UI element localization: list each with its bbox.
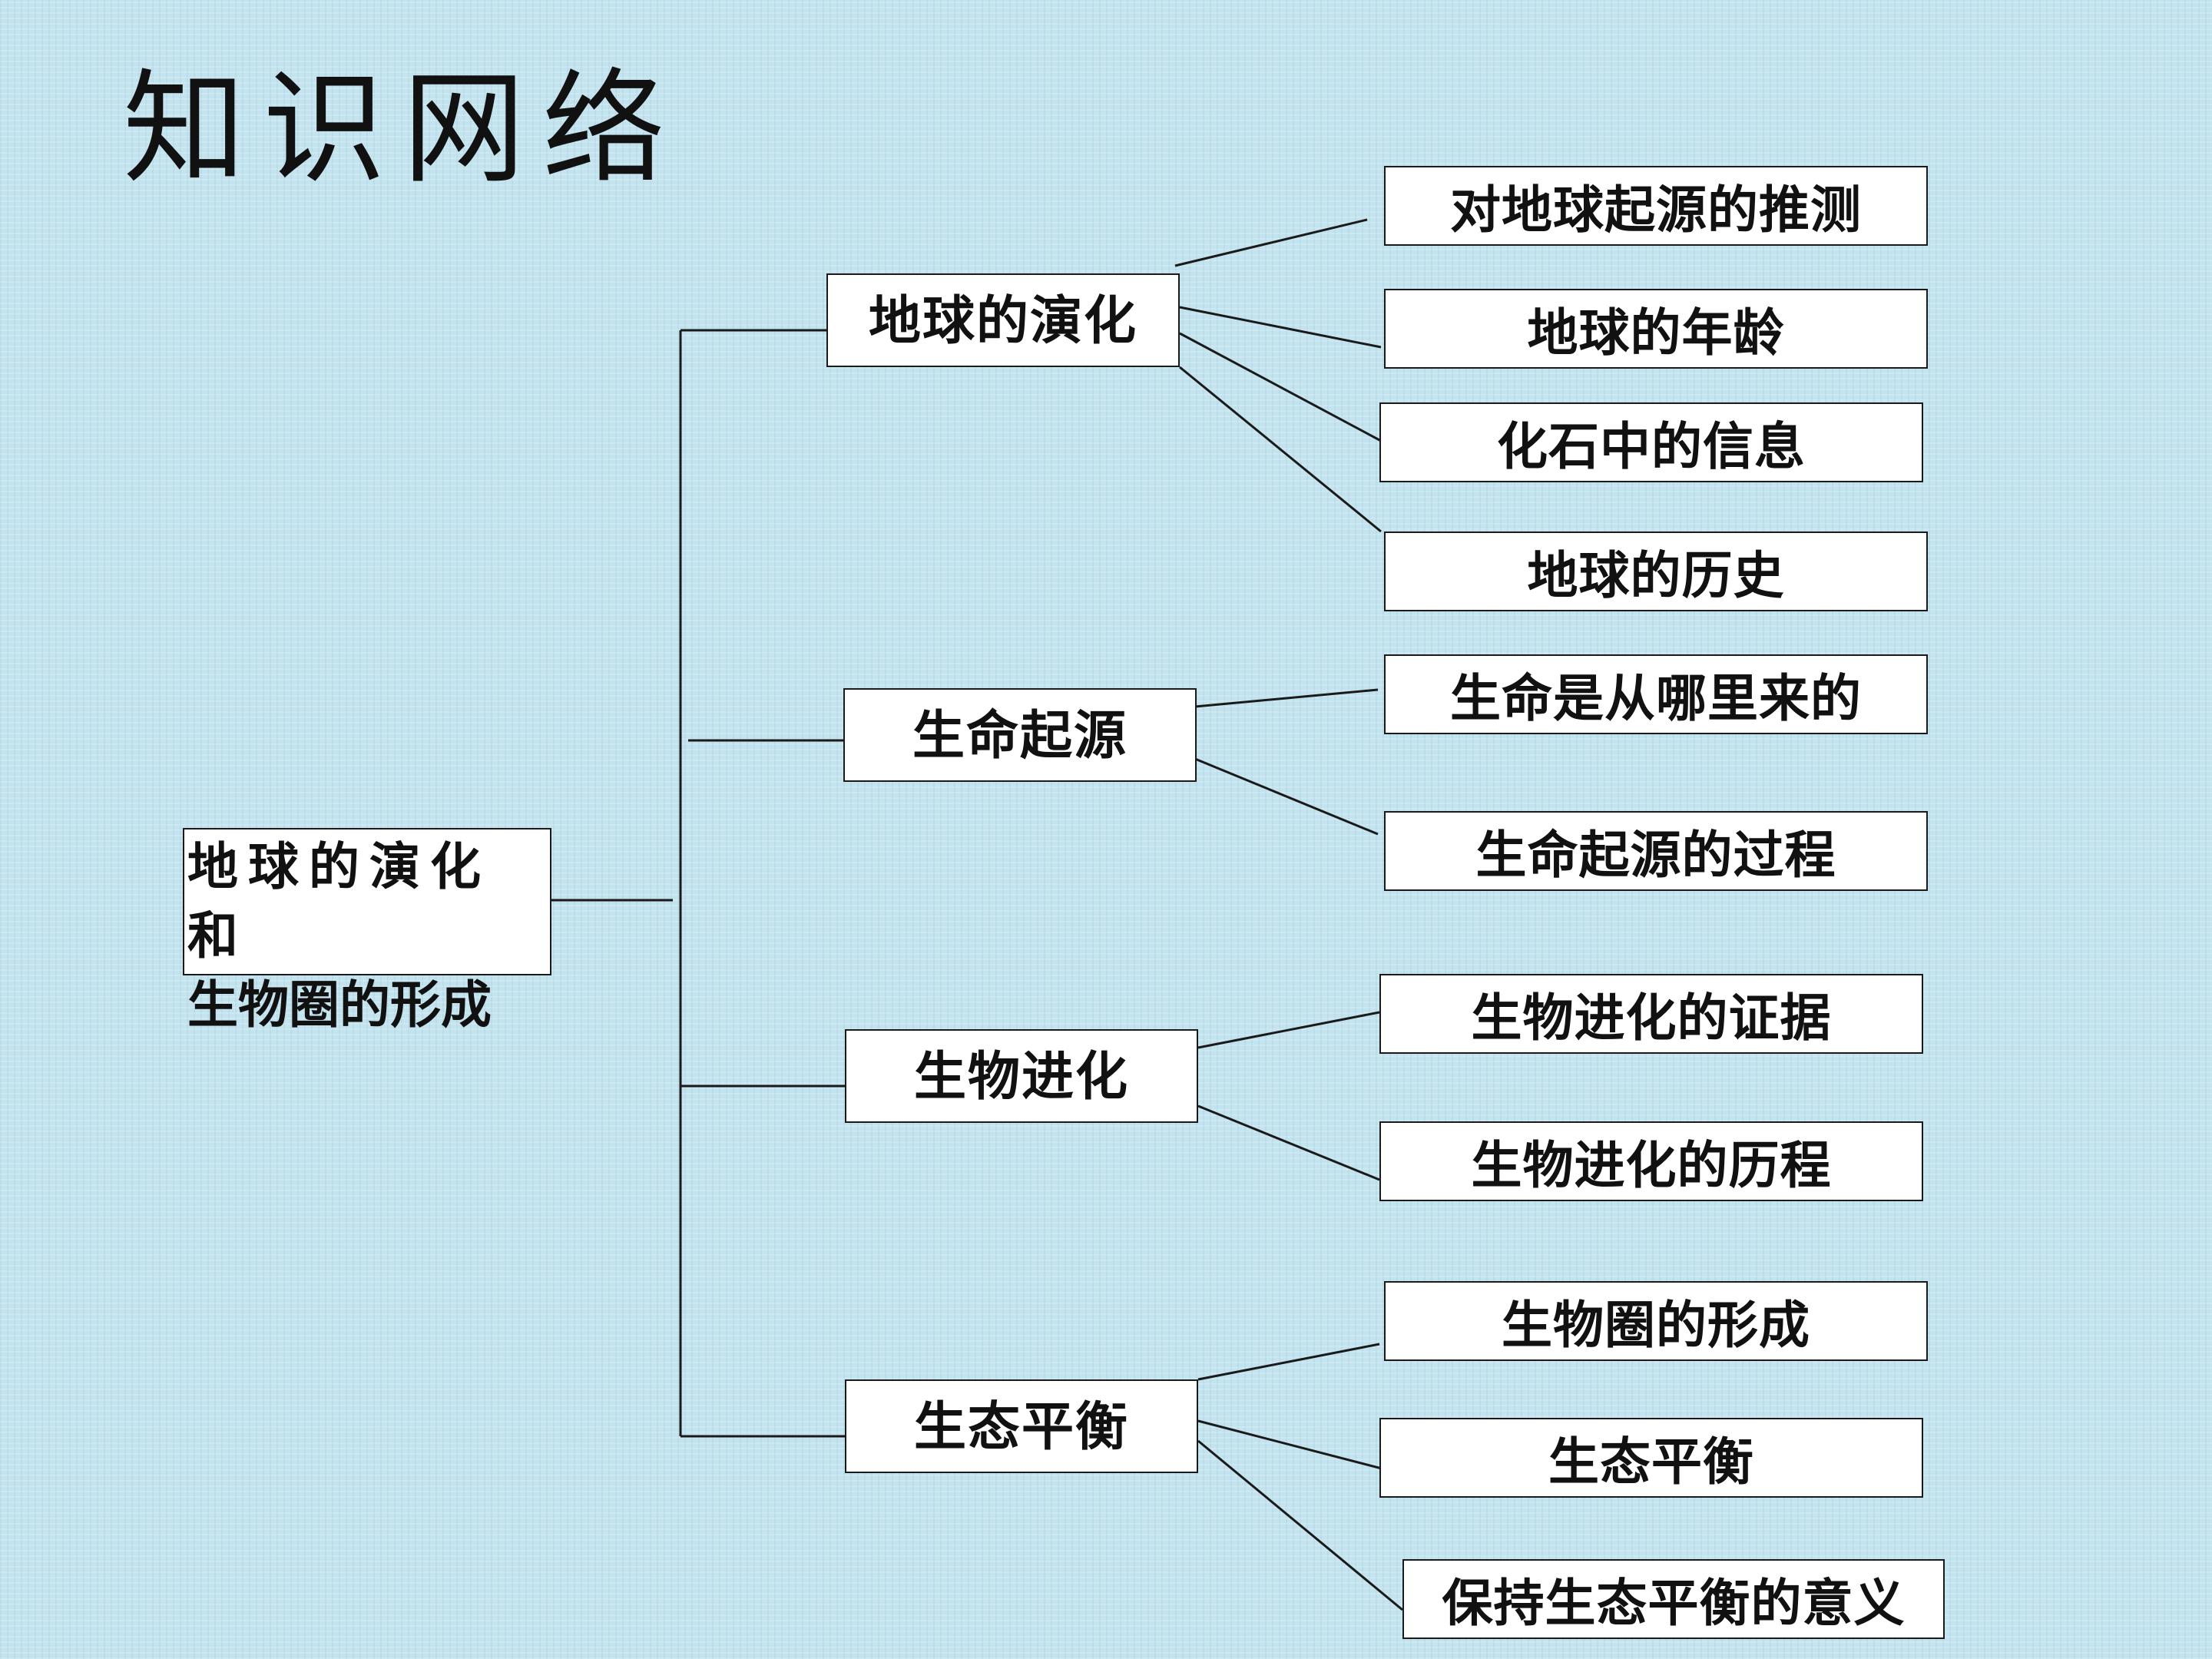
- branch-3-link-1: [1197, 1011, 1380, 1049]
- branch-4-link-2: [1197, 1419, 1400, 1475]
- branch-4-link-1: [1197, 1343, 1380, 1381]
- branch-node-ecological-balance: 生态平衡: [845, 1379, 1198, 1473]
- branch-2-link-2: [1194, 757, 1379, 836]
- branch-node-biological-evolution: 生物进化: [845, 1029, 1198, 1123]
- branch-1-link-1: [1174, 218, 1368, 267]
- branch-1-link-3: [1179, 332, 1382, 442]
- leaf-node: 地球的历史: [1384, 531, 1928, 611]
- leaf-node: 地球的年龄: [1384, 289, 1928, 369]
- branch-1-link-4: [1179, 366, 1382, 533]
- branch-3-link-2: [1197, 1104, 1380, 1181]
- leaf-node: 生命是从哪里来的: [1384, 654, 1928, 734]
- root-label-line-2: 生物圈的形成: [187, 975, 492, 1035]
- leaf-node: 生命起源的过程: [1384, 811, 1928, 891]
- branch-node-earth-evolution: 地球的演化: [826, 273, 1180, 367]
- leaf-node: 化石中的信息: [1379, 402, 1923, 482]
- branch-1-link-2: [1179, 306, 1382, 349]
- root-node: 地球的演化和 生物圈的形成: [183, 828, 551, 1035]
- branch-4-link-3: [1197, 1439, 1403, 1611]
- leaf-node: 生物进化的证据: [1379, 974, 1923, 1054]
- leaf-node: 生物进化的历程: [1379, 1121, 1923, 1201]
- branch-node-origin-of-life: 生命起源: [843, 688, 1197, 782]
- leaf-node: 生态平衡: [1379, 1418, 1923, 1498]
- leaf-node: 生物圈的形成: [1384, 1281, 1928, 1361]
- root-label-line-1: 地球的演化和: [187, 837, 491, 965]
- branch-2-link-1: [1194, 688, 1379, 708]
- leaf-node: 对地球起源的推测: [1384, 166, 1928, 246]
- slide-title: 知识网络: [123, 57, 683, 200]
- leaf-node: 保持生态平衡的意义: [1402, 1559, 1945, 1639]
